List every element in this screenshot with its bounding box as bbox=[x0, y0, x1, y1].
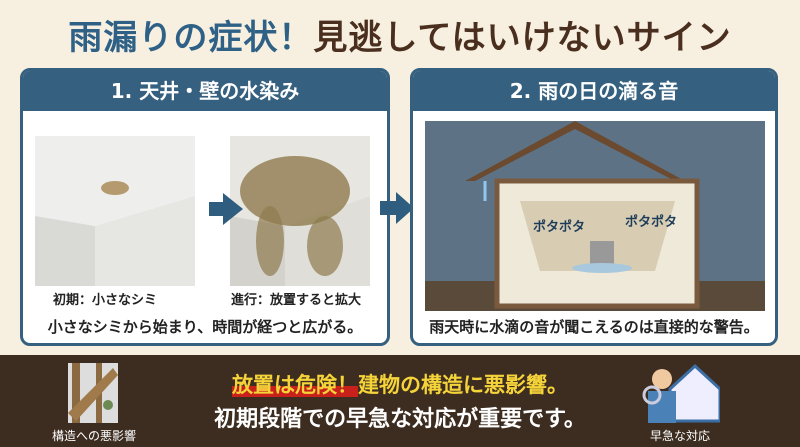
caption-early: 初期：小さなシミ bbox=[53, 293, 158, 308]
icon-label: 早急な対応 bbox=[649, 429, 710, 443]
sound-label: ポタポタ bbox=[533, 220, 586, 235]
page-title: 雨漏りの症状！見逃してはいけないサイン bbox=[68, 18, 732, 58]
warning-text: 放置は危険！建物の構造に悪影響。 bbox=[232, 373, 568, 397]
rain-house-illustration bbox=[425, 121, 765, 311]
arrow-right-icon bbox=[380, 192, 414, 224]
panel-heading: 1. 天井・壁の水染み bbox=[23, 71, 387, 111]
damaged-structure-icon bbox=[68, 363, 118, 423]
panel-water-stains: 1. 天井・壁の水染み 初期：小さなシミ 進行：放置すると拡大 小さなシミから始… bbox=[20, 68, 390, 346]
sound-label: ポタポタ bbox=[625, 215, 678, 230]
warning-banner: 構造への悪影響 放置は危険！建物の構造に悪影響。 初期段階での早急な対応が重要で… bbox=[0, 355, 800, 447]
caption-progress: 進行：放置すると拡大 bbox=[231, 293, 362, 308]
panel-footer: 小さなシミから始まり、時間が経つと広がる。 bbox=[47, 318, 363, 336]
panel-heading: 2. 雨の日の滴る音 bbox=[413, 71, 775, 111]
inspector-house-icon bbox=[642, 363, 720, 423]
icon-label: 構造への悪影響 bbox=[52, 429, 137, 443]
message-text: 初期段階での早急な対応が重要です。 bbox=[214, 407, 586, 432]
panel-footer: 雨天時に水滴の音が聞こえるのは直接的な警告。 bbox=[429, 318, 759, 336]
panel-dripping-sound: 2. 雨の日の滴る音 ポタポタ ポタポタ 雨天時に水滴の音が聞こえるのは直接的な… bbox=[410, 68, 778, 346]
arrow-right-icon bbox=[209, 193, 243, 225]
stain-illustration bbox=[35, 136, 370, 286]
